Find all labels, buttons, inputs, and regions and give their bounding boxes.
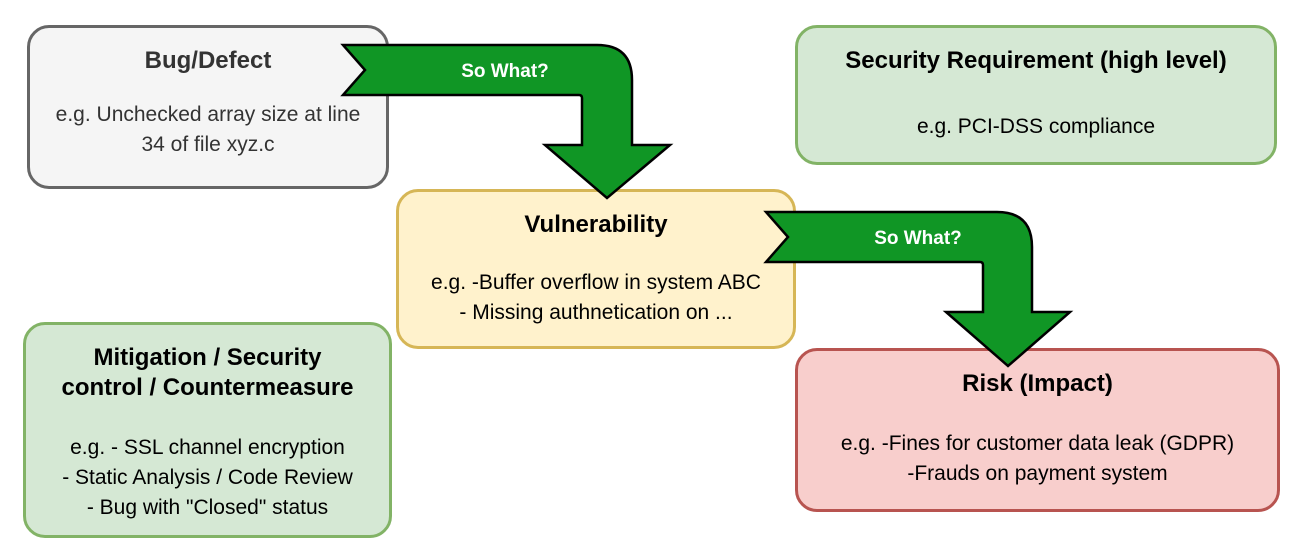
node-description: e.g. PCI-DSS compliance bbox=[917, 112, 1155, 142]
description-line: e.g. - SSL channel encryption bbox=[70, 436, 345, 459]
node-security-requirement[interactable]: Security Requirement (high level) e.g. P… bbox=[795, 25, 1277, 165]
arrow-bug-to-vulnerability[interactable]: So What? bbox=[340, 43, 674, 200]
node-bug-defect[interactable]: Bug/Defect e.g. Unchecked array size at … bbox=[27, 25, 389, 189]
description-line: -Frauds on payment system bbox=[907, 462, 1168, 485]
node-description: e.g. - SSL channel encryption - Static A… bbox=[62, 433, 353, 523]
arrow-label: So What? bbox=[461, 61, 549, 82]
node-title: Bug/Defect bbox=[144, 47, 272, 74]
node-description: e.g. -Fines for customer data leak (GDPR… bbox=[841, 429, 1234, 489]
bent-arrow-shape bbox=[340, 43, 674, 200]
arrow-vulnerability-to-risk[interactable]: So What? bbox=[763, 210, 1074, 368]
node-title: Risk (Impact) bbox=[962, 370, 1113, 397]
title-line: Mitigation / Security bbox=[93, 344, 322, 371]
description-line: - Static Analysis / Code Review bbox=[62, 466, 353, 489]
title-line: control / Countermeasure bbox=[61, 374, 354, 401]
description-line: 34 of file xyz.c bbox=[141, 133, 275, 156]
node-description: e.g. -Buffer overflow in system ABC - Mi… bbox=[431, 268, 761, 328]
description-line: e.g. Unchecked array size at line bbox=[55, 103, 361, 126]
description-line: - Bug with "Closed" status bbox=[86, 496, 329, 519]
description-line: - Missing authnetication on ... bbox=[459, 301, 733, 324]
node-title: Security Requirement (high level) bbox=[845, 47, 1227, 74]
node-mitigation[interactable]: Mitigation / Security control / Counterm… bbox=[23, 322, 392, 538]
description-line: e.g. -Buffer overflow in system ABC bbox=[431, 271, 761, 294]
arrow-label: So What? bbox=[874, 228, 962, 249]
node-title: Mitigation / Security control / Counterm… bbox=[61, 343, 353, 403]
node-title: Vulnerability bbox=[524, 211, 668, 238]
bent-arrow-shape bbox=[763, 210, 1074, 368]
node-description: e.g. Unchecked array size at line 34 of … bbox=[56, 100, 361, 160]
description-line: e.g. PCI-DSS compliance bbox=[916, 115, 1156, 138]
node-vulnerability[interactable]: Vulnerability e.g. -Buffer overflow in s… bbox=[396, 189, 796, 349]
node-risk-impact[interactable]: Risk (Impact) e.g. -Fines for customer d… bbox=[795, 348, 1280, 512]
description-line: e.g. -Fines for customer data leak (GDPR… bbox=[840, 432, 1235, 455]
